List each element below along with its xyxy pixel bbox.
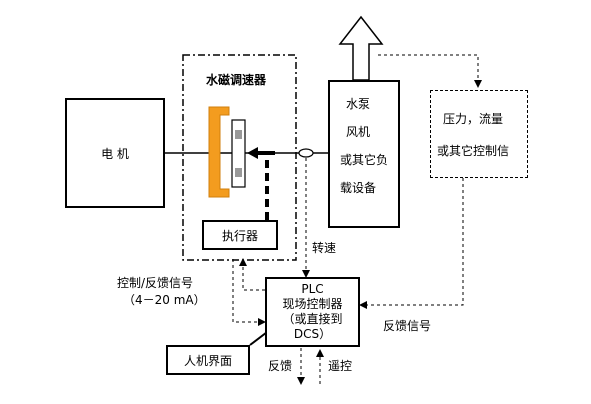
control-feedback-label-2: （4－20 mA）	[123, 293, 206, 307]
sensor-block: 压力，流量 或其它控制信	[430, 90, 528, 178]
plc-block: PLC 现场控制器 （或直接到 DCS）	[265, 277, 360, 347]
magnet-rotor	[208, 106, 230, 198]
coupler-title: 水磁调速器	[206, 73, 267, 87]
adjust-arrow	[247, 147, 258, 159]
actuator-label: 执行器	[221, 229, 258, 243]
plc-line-3: （或直接到	[282, 312, 343, 326]
load-line-4: 载设备	[340, 181, 377, 195]
feedback-label: 反馈	[268, 359, 293, 373]
remote-label: 遥控	[328, 359, 353, 373]
control-feedback-label-1: 控制/反馈信号	[117, 276, 194, 290]
sensor-line-1: 压力，流量	[443, 112, 504, 126]
plc-line-4: DCS）	[293, 327, 332, 341]
plc-line-1: PLC	[301, 282, 324, 296]
speed-signal-label: 转速	[312, 241, 337, 255]
actuator-block: 执行器	[202, 220, 278, 250]
hmi-block: 人机界面	[166, 345, 250, 375]
motor-label: 电 机	[101, 147, 129, 161]
coupler-enclosure	[182, 54, 297, 261]
sensor-line-2: 或其它控制信	[437, 144, 510, 158]
load-line-3: 或其它负	[340, 153, 389, 167]
output-arrow	[338, 15, 384, 81]
load-line-2: 风机	[346, 125, 371, 139]
load-line-1: 水泵	[346, 97, 371, 111]
hmi-label: 人机界面	[183, 354, 232, 368]
plc-line-2: 现场控制器	[282, 297, 343, 311]
feedback-signal-label: 反馈信号	[383, 319, 432, 333]
load-block: 水泵 风机 或其它负 载设备	[328, 80, 400, 228]
speed-sensor	[298, 148, 314, 158]
motor-block: 电 机	[65, 98, 165, 208]
